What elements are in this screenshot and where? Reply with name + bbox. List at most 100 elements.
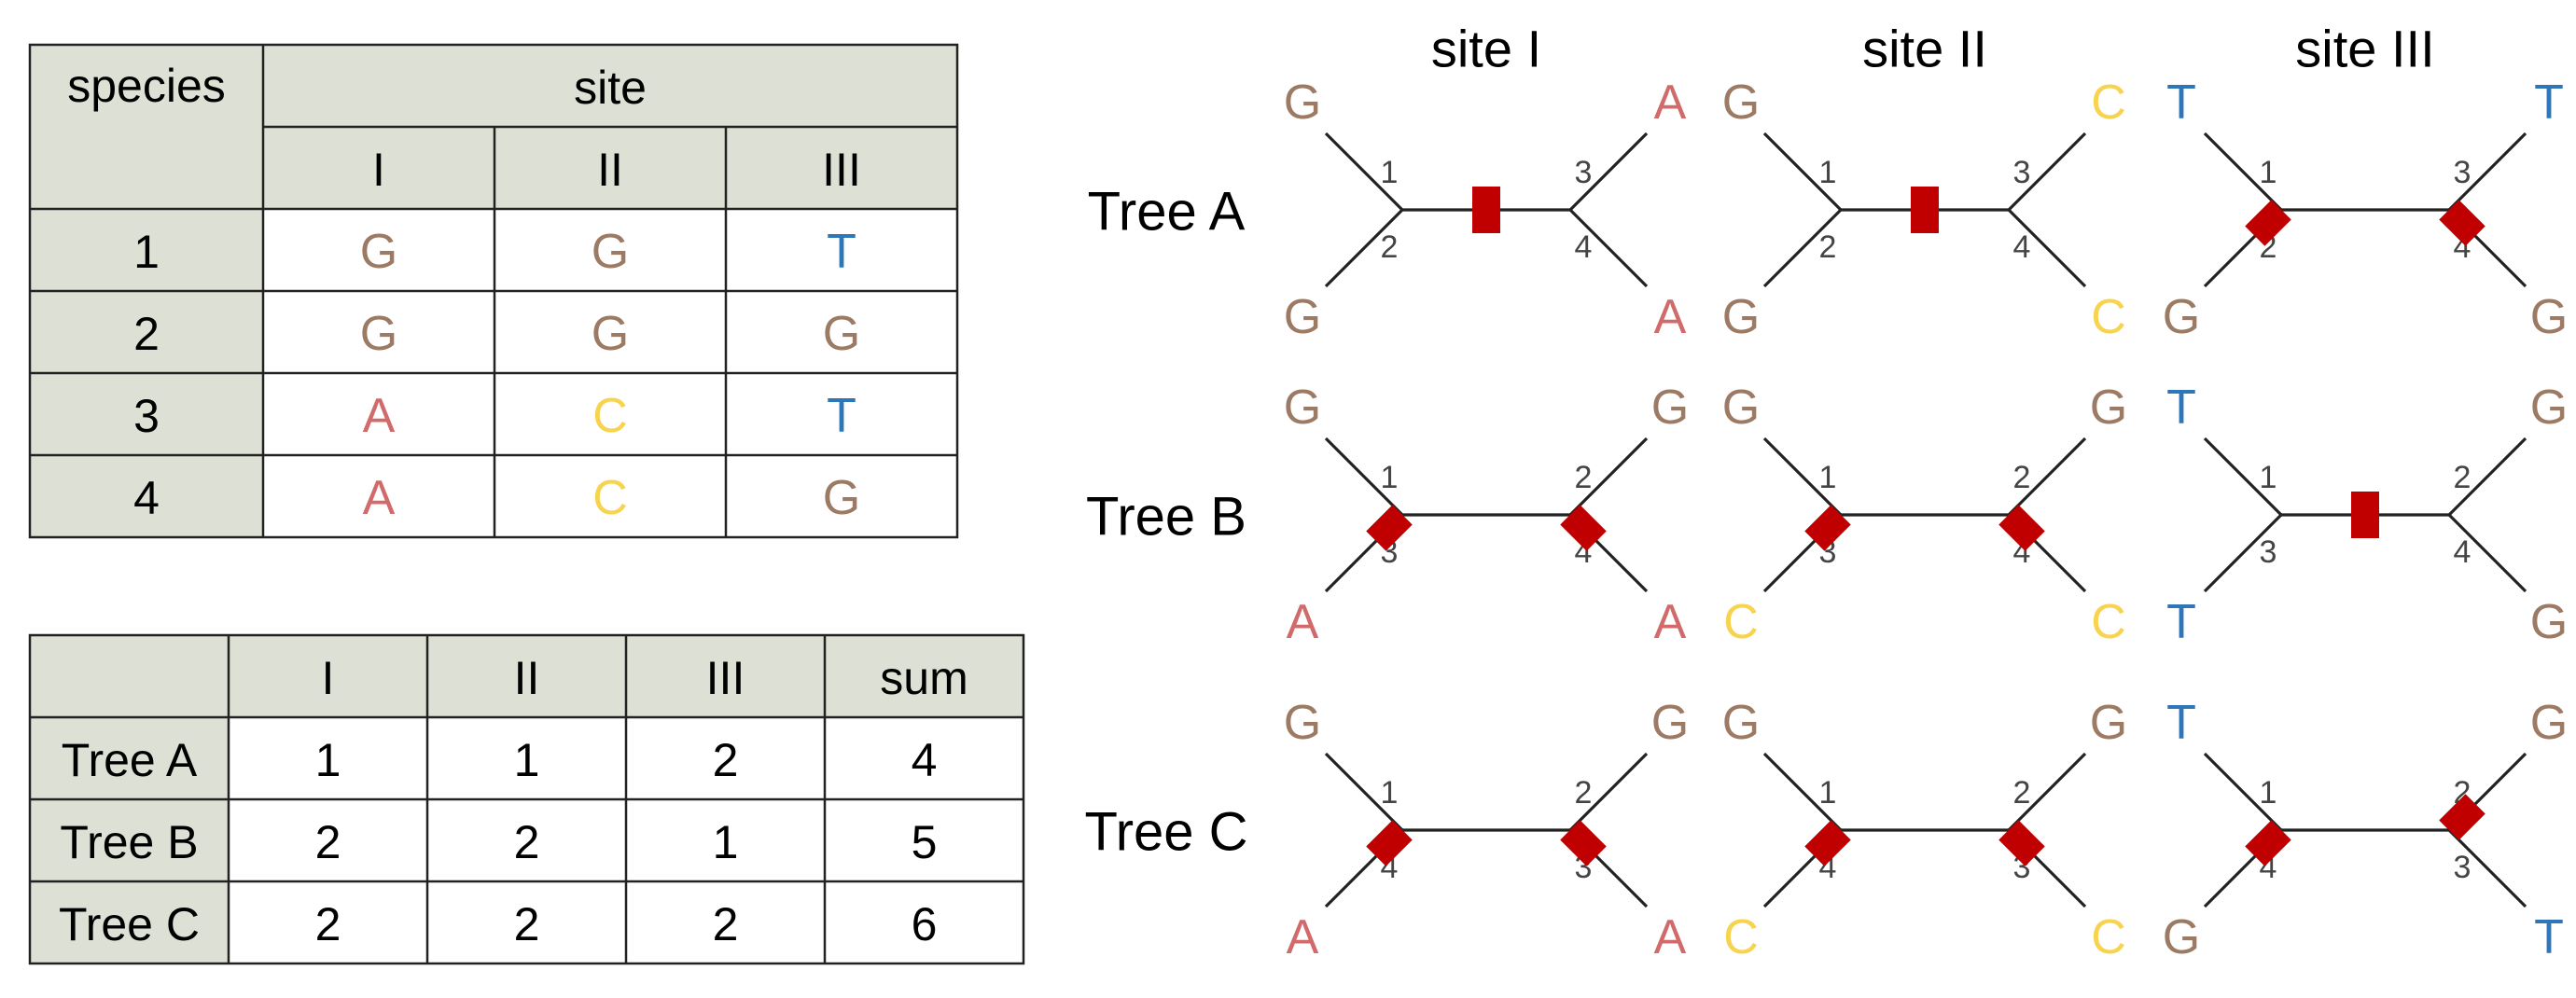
base-cell: G (592, 307, 629, 361)
site-column-header: I (372, 144, 385, 196)
mutation-marker (1366, 820, 1413, 866)
branch-number: 2 (1575, 460, 1593, 495)
leaf-branch (1568, 208, 1649, 288)
leaf-branch (2203, 752, 2283, 832)
tree-label: Tree C (1084, 802, 1247, 863)
leaf-base: G (2530, 290, 2568, 344)
branch-number: 3 (2454, 850, 2472, 885)
leaf-base: C (1723, 595, 1759, 649)
score-cell: 4 (912, 734, 938, 786)
leaf-base: G (1651, 696, 1689, 750)
leaf-branch (2007, 752, 2087, 832)
branch-number: 1 (2260, 155, 2277, 190)
leaf-base: G (1284, 76, 1321, 130)
leaf-branch (2007, 132, 2087, 212)
tree-label: Tree B (1086, 487, 1246, 548)
site-header: site (574, 62, 647, 114)
leaf-base: G (1284, 290, 1321, 344)
mutation-marker (1560, 820, 1607, 866)
leaf-base: G (1284, 381, 1321, 435)
branch-number: 2 (2013, 775, 2031, 811)
base-cell: T (827, 389, 856, 443)
leaf-branch (1324, 752, 1404, 832)
branch-number: 1 (1381, 155, 1399, 190)
mutation-marker (2245, 820, 2291, 866)
leaf-base: A (1654, 76, 1687, 130)
leaf-branch (2203, 132, 2283, 212)
branch-number: 2 (1381, 229, 1399, 265)
leaf-base: T (2534, 76, 2564, 130)
leaf-base: T (2166, 381, 2196, 435)
leaf-base: C (2091, 595, 2126, 649)
score-cell: 2 (514, 898, 540, 950)
leaf-branch (1762, 208, 1843, 288)
leaf-base: G (1722, 290, 1760, 344)
species-number: 4 (133, 472, 160, 524)
mutation-marker (2439, 794, 2485, 840)
leaf-base: A (1287, 595, 1319, 649)
leaf-base: T (2166, 696, 2196, 750)
base-cell: A (363, 389, 396, 443)
mutation-marker (1804, 820, 1851, 866)
header-fill (30, 635, 1023, 717)
score-cell: 1 (315, 734, 341, 786)
branch-number: 2 (2013, 460, 2031, 495)
branch-number: 3 (2454, 155, 2472, 190)
mutation-marker (1366, 505, 1413, 551)
score-column-header: II (514, 652, 540, 704)
leaf-branch (1324, 437, 1404, 517)
base-cell: G (360, 225, 397, 279)
score-cell: 2 (713, 734, 739, 786)
mutation-marker (1560, 505, 1607, 551)
score-cell: 2 (713, 898, 739, 950)
base-cell: A (363, 471, 396, 525)
branch-number: 4 (2013, 229, 2031, 265)
mutation-marker (1998, 820, 2045, 866)
leaf-branch (2007, 208, 2087, 288)
leaf-base: G (1722, 76, 1760, 130)
mutation-marker (1472, 187, 1500, 233)
leaf-base: G (2530, 595, 2568, 649)
site-title: site II (1862, 20, 1987, 78)
leaf-branch (1324, 208, 1404, 288)
leaf-branch (2203, 437, 2283, 517)
base-cell: T (827, 225, 856, 279)
mutation-marker (2351, 492, 2379, 538)
leaf-base: C (2091, 910, 2126, 964)
leaf-branch (2007, 437, 2087, 517)
branch-number: 3 (2260, 534, 2277, 570)
branch-number: 1 (1819, 460, 1837, 495)
leaf-branch (2447, 513, 2527, 593)
score-cell: 2 (514, 816, 540, 868)
leaf-branch (2447, 828, 2527, 908)
leaf-base: A (1287, 910, 1319, 964)
tree-row-label: Tree A (62, 734, 198, 786)
leaf-branch (1324, 132, 1404, 212)
leaf-base: G (2163, 290, 2200, 344)
branch-number: 1 (2260, 460, 2277, 495)
base-cell: G (823, 307, 860, 361)
branch-number: 4 (2454, 534, 2472, 570)
base-cell: C (592, 389, 628, 443)
base-cell: G (823, 471, 860, 525)
branch-number: 1 (1819, 775, 1837, 811)
tree-column-fill (30, 717, 229, 963)
leaf-branch (2447, 437, 2527, 517)
mutation-marker (1998, 505, 2045, 551)
tree-row-label: Tree C (59, 898, 200, 950)
site-column-header: II (597, 144, 623, 196)
score-column-header: sum (880, 652, 968, 704)
leaf-base: G (2090, 381, 2127, 435)
leaf-base: G (2530, 381, 2568, 435)
leaf-base: C (2091, 290, 2126, 344)
score-cell: 1 (713, 816, 739, 868)
leaf-branch (2447, 132, 2527, 212)
branch-number: 1 (1381, 775, 1399, 811)
